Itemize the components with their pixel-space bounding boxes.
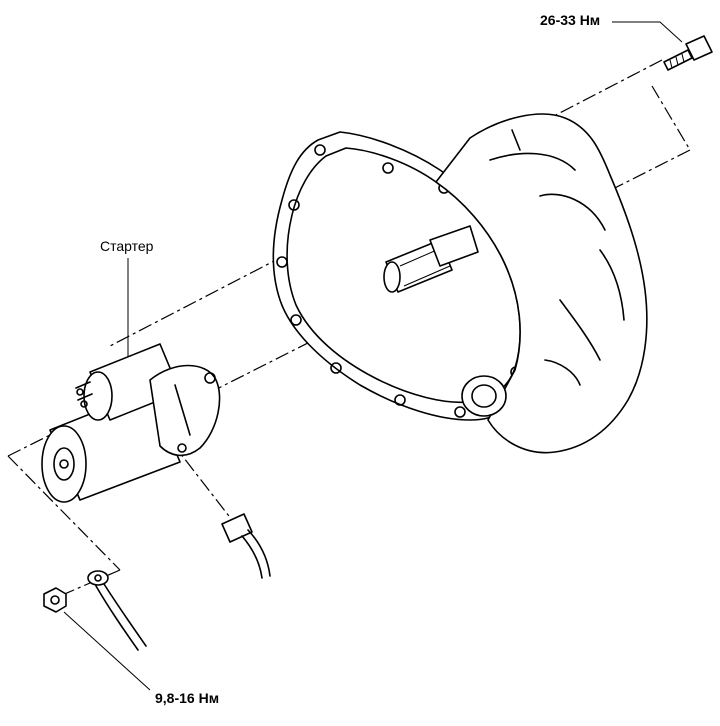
bolt-icon (663, 35, 713, 71)
label-leaders (63, 21, 683, 691)
bolt-torque-label: 26-33 Нм (540, 12, 601, 28)
nut-torque-label: 9,8-16 Нм (155, 690, 220, 706)
starter-label: Стартер (100, 238, 154, 254)
connector-plug (221, 513, 271, 579)
nut-and-terminal (43, 570, 147, 651)
transmission-housing (272, 113, 648, 454)
starter-motor (41, 343, 221, 503)
